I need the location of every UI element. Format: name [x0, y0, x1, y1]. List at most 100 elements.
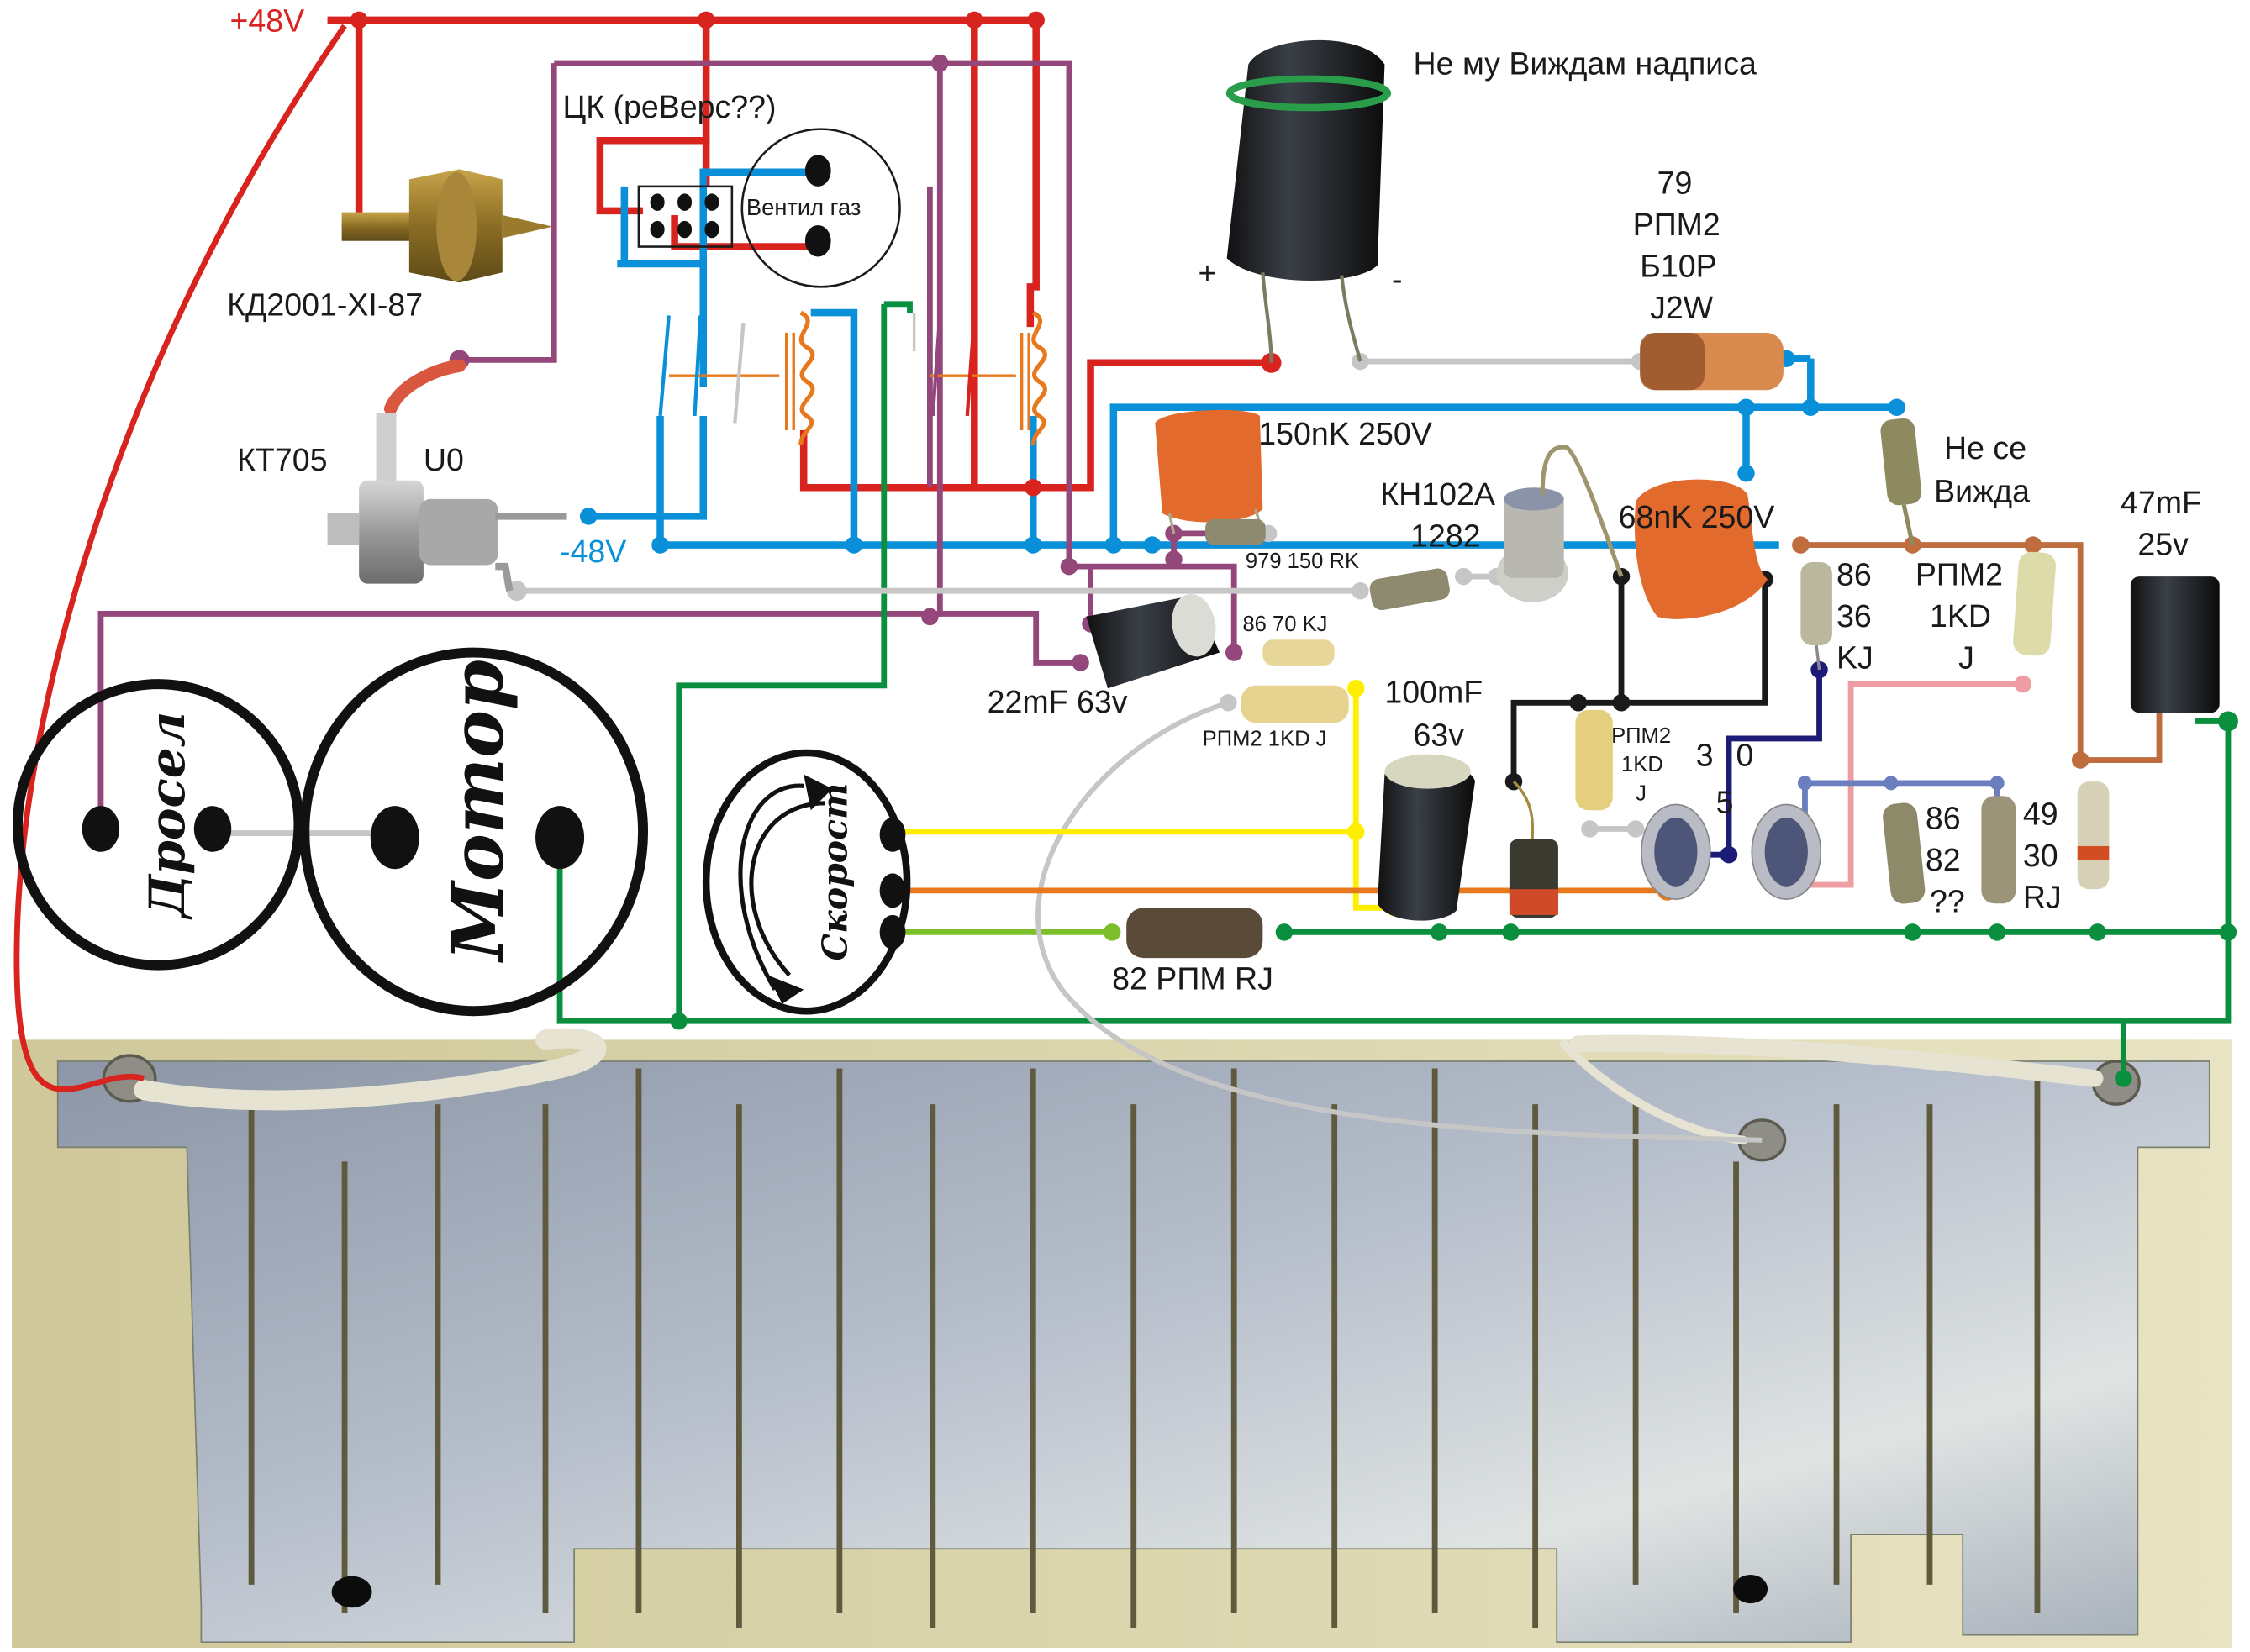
mounting-hole-left [331, 1576, 372, 1608]
junction-dots [341, 11, 2238, 1087]
cap-minus-label: - [1392, 261, 1403, 297]
cap-plus-label: + [1199, 255, 1217, 291]
resistor-979-150 [1205, 518, 1266, 545]
res-1kd-b-label: РПМ2 1KD J [1611, 724, 1671, 805]
capacitor-22u [1086, 593, 1220, 689]
heatsink [12, 1028, 2233, 1648]
res-1kd-c-label: РПМ2 1KD J [1915, 556, 2003, 675]
res-8636-line-1: 86 [1836, 556, 1872, 592]
res-1kd-b-line-2: 1KD [1621, 753, 1663, 776]
res-8670-label: 86 70 KJ [1242, 613, 1327, 636]
big-capacitor-label: Не му Виждам надписа [1414, 46, 1757, 82]
relay-1 [658, 310, 815, 445]
transistor-mark-label: U0 [424, 442, 464, 477]
power-transistor [327, 359, 567, 592]
res-1kd-b-line-1: РПМ2 [1611, 724, 1671, 748]
res-4930-line-2: 30 [2023, 838, 2058, 873]
capacitor-47u [2130, 576, 2220, 713]
trimmer-1 [1641, 803, 1711, 900]
minus48-label: -48V [560, 534, 626, 569]
trimmer-2 [1751, 803, 1822, 900]
res-82-label: 82 РПМ RJ [1112, 961, 1273, 997]
gas-valve-label: Вентил газ [746, 194, 861, 220]
trimmer-mark-3: 3 [1696, 737, 1714, 772]
rectifier-label: КД2001-XI-87 [227, 287, 423, 322]
res-8682-line-1: 86 [1926, 800, 1961, 835]
cap-100-label: 100mF 63v [1384, 674, 1483, 752]
resistor-unreadable [1880, 418, 1922, 546]
res-unreadable-line-1: Не се [1944, 430, 2026, 466]
choke-connector [12, 679, 304, 971]
speed-connector-label: Скорост [814, 783, 855, 961]
resistor-79 [1640, 332, 1784, 391]
cap-68n-label: 68nK 250V [1619, 499, 1775, 534]
thyristor-line-1: КН102А [1380, 476, 1495, 512]
cap-47-line-1: 47mF [2121, 485, 2201, 520]
motor-connector-label: Мотор [436, 660, 520, 963]
trimmer-mark-5: 5 [1716, 785, 1734, 820]
diode-small [2077, 781, 2110, 890]
relay-2 [912, 310, 1047, 445]
speed-connector [702, 749, 911, 1015]
resistor-86-36 [1800, 562, 1832, 671]
resistor-79-line-2: РПМ2 [1633, 207, 1720, 242]
trimmer-mark-0: 0 [1736, 737, 1754, 772]
mounting-hole-right [1733, 1574, 1768, 1604]
resistor-86-82 [1883, 802, 1926, 904]
res-8636-line-3: KJ [1836, 639, 1873, 675]
transistor-type-label: КТ705 [237, 442, 327, 477]
resistor-49-30 [1981, 796, 2016, 904]
resistor-1kd-middle [1575, 709, 1613, 811]
res-1kd-c-line-2: 1KD [1930, 598, 1991, 634]
capacitor-150n [1155, 409, 1264, 534]
reverser-label: ЦК (реВерс??) [562, 89, 776, 124]
trimmer-marks: 3 0 5 [1696, 737, 1754, 819]
res-4930-line-1: 49 [2023, 796, 2058, 831]
resistor-79-line-3: Б10Р [1640, 248, 1716, 283]
cap-22-label: 22mF 63v [988, 684, 1128, 719]
diode-vertical [1509, 780, 1558, 918]
res-8682-line-3: ?? [1930, 883, 1965, 918]
big-electrolytic-capacitor [1225, 39, 1392, 363]
res-8682-line-2: 82 [1926, 842, 1961, 877]
res-1kd-c-line-3: J [1958, 639, 1974, 675]
res-1kd-c-line-1: РПМ2 [1915, 556, 2003, 592]
gas-valve-connector [740, 128, 901, 288]
resistor-86-70 [1262, 639, 1335, 666]
rectifier-diode [341, 169, 553, 283]
thyristor-line-2: 1282 [1410, 518, 1481, 553]
res-4930-line-3: RJ [2023, 879, 2062, 914]
capacitor-68n [1634, 479, 1768, 619]
resistor-1kd-left [1241, 685, 1349, 723]
res-1kd-b-line-3: J [1636, 781, 1647, 805]
resistor-gray-line [1369, 568, 1450, 611]
labels: +48V -48V КД2001-XI-87 ЦК (реВерс??) Вен… [139, 3, 2201, 997]
heatsink-slots [248, 1068, 2041, 1628]
wire-steelblue [1802, 780, 2000, 829]
plus48-label: +48V [230, 3, 305, 39]
thyristor-label: КН102А 1282 [1380, 476, 1495, 553]
res-8636-label: 86 36 KJ [1836, 556, 1873, 675]
res-1kd-a-label: РПМ2 1KD J [1203, 727, 1327, 750]
capacitor-100u [1377, 754, 1475, 921]
white-cable-mid [1559, 1039, 1748, 1144]
wire-black [1510, 576, 1768, 782]
wire-plus48 [13, 16, 1272, 1092]
choke-connector-label: Дросел [139, 712, 196, 921]
resistor-79-line-1: 79 [1657, 165, 1693, 200]
resistor-1kd-right [2013, 551, 2056, 656]
reverser-connector [637, 185, 734, 248]
res-8682-label: 86 82 ?? [1926, 800, 1965, 918]
cap-47-line-2: 25v [2137, 526, 2189, 561]
res-unreadable-line-2: Вижда [1934, 473, 2030, 508]
white-cable-left [134, 1028, 607, 1111]
resistor-79-label: 79 РПМ2 Б10Р J2W [1633, 165, 1720, 324]
thyristor [1496, 445, 1624, 602]
res-unreadable-label: Не се Вижда [1934, 430, 2030, 508]
motor-connector [299, 647, 649, 1017]
white-cable-right [1569, 1034, 2104, 1087]
cap-100-line-2: 63v [1414, 717, 1465, 752]
res-979-label: 979 150 RK [1246, 550, 1359, 573]
